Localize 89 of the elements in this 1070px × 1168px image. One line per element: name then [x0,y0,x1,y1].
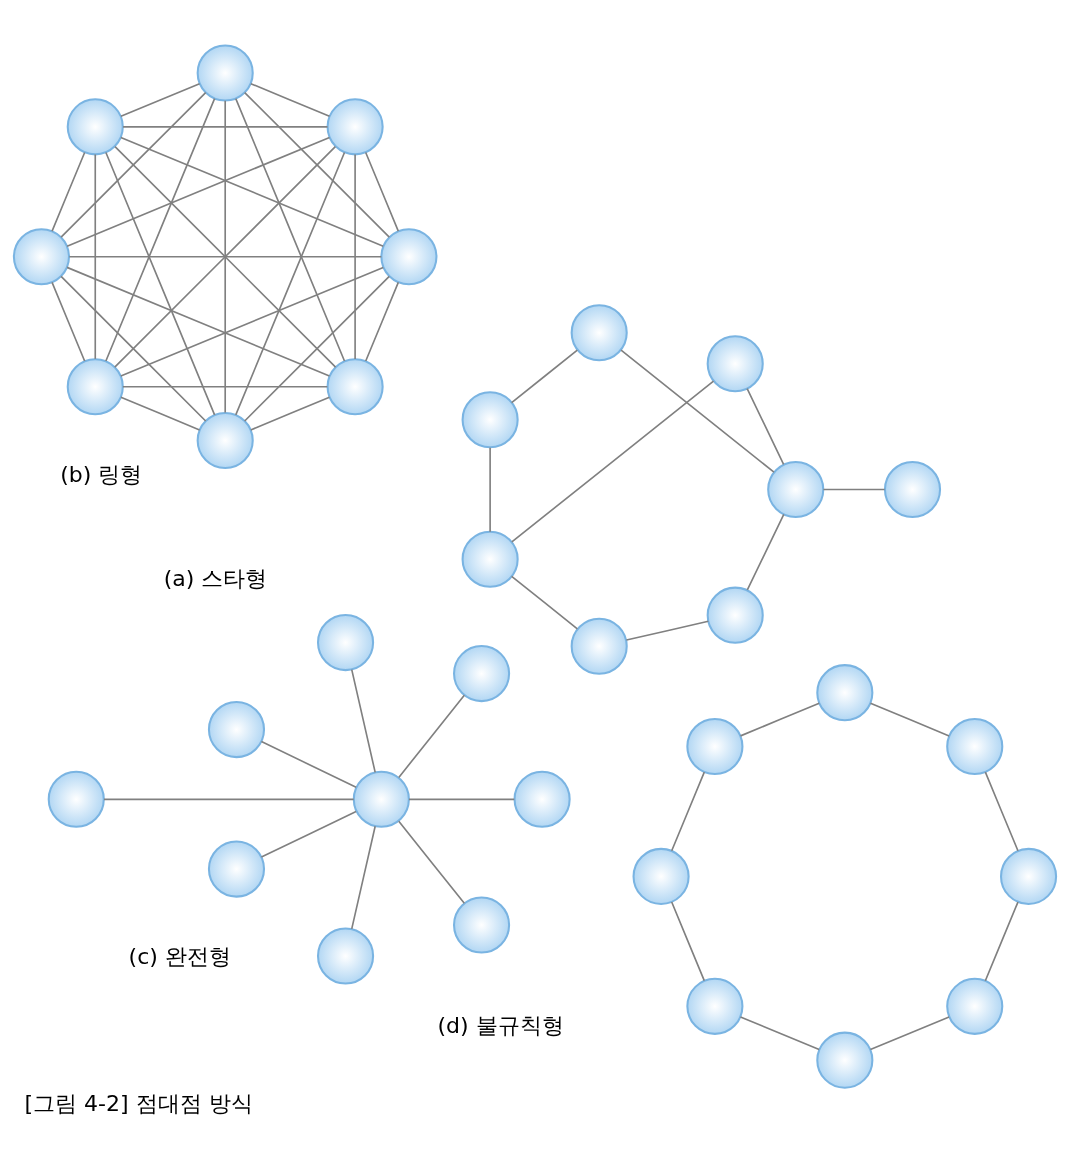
node-circle [946,977,1004,1035]
connector [249,396,331,431]
connector [120,266,385,377]
connector [60,275,207,422]
connector [984,900,1019,982]
connector [103,797,355,800]
node-circle [999,847,1058,905]
node-circle [816,1031,874,1089]
connector [746,513,785,591]
connector [68,255,383,258]
node-circle [47,770,105,828]
connector [670,900,706,981]
connector [51,281,86,362]
connector [625,620,710,641]
node-circle [196,411,254,469]
node-circle [316,926,375,985]
node-circle [706,334,764,392]
connector [350,824,376,930]
node-circle [632,847,690,905]
connector [397,819,466,904]
connector [51,151,86,232]
node-circle [352,770,410,828]
connector [510,348,579,403]
node-circle [326,357,384,415]
connector [739,701,821,737]
connector [364,151,400,232]
connector [511,379,715,543]
node-circle [570,303,628,361]
node-circle [883,460,942,518]
connector [60,91,207,238]
connector [105,151,216,416]
connector [869,1015,950,1050]
node-circle [207,840,266,898]
connector [243,275,391,422]
connector [260,740,357,788]
node-circle [570,617,628,675]
connector [120,82,201,117]
label: (c) 완전형 [128,943,231,969]
connector [489,446,491,532]
connector [260,810,357,858]
connector [746,387,785,465]
node-circle [66,357,124,415]
label: (d) 불규칙형 [437,1012,564,1038]
connector [510,575,579,630]
connector [243,91,391,238]
node-circle [706,586,764,644]
node-circle [196,43,254,102]
node-circle [686,717,744,775]
node-circle [946,717,1004,775]
node-circle [66,97,124,155]
connector [66,136,331,247]
node-circle [816,663,874,721]
node-circle [686,977,744,1035]
node-circle [461,390,519,448]
node-circle [453,895,511,954]
connector [122,385,329,388]
connector [869,702,950,737]
connector [120,396,201,431]
node-circle [513,770,571,828]
label: (a) 스타형 [163,565,268,591]
connector [66,266,331,377]
connector [354,153,356,360]
connector [822,488,886,490]
node-circle [453,644,511,702]
connector [234,151,346,416]
connector [670,770,706,852]
node-circle [12,227,71,285]
connector [350,668,376,773]
node-circle [326,97,384,155]
connector [397,693,466,778]
connector [250,82,331,117]
connector [122,125,329,128]
connector [739,1015,820,1050]
connector [105,97,216,362]
connector [984,770,1019,852]
node-circle [316,613,375,671]
connector [364,281,400,362]
connector [120,136,385,247]
node-circle [380,227,438,285]
caption: [그림 4-2] 점대점 방식 [24,1090,253,1116]
label: (b) 링형 [60,461,143,487]
node-circle [207,700,266,758]
node-circle [767,460,825,518]
node-circle [461,530,519,588]
connector [620,348,775,473]
connector [234,97,346,362]
connector [408,797,516,800]
connector [224,99,226,413]
connector [94,153,97,360]
